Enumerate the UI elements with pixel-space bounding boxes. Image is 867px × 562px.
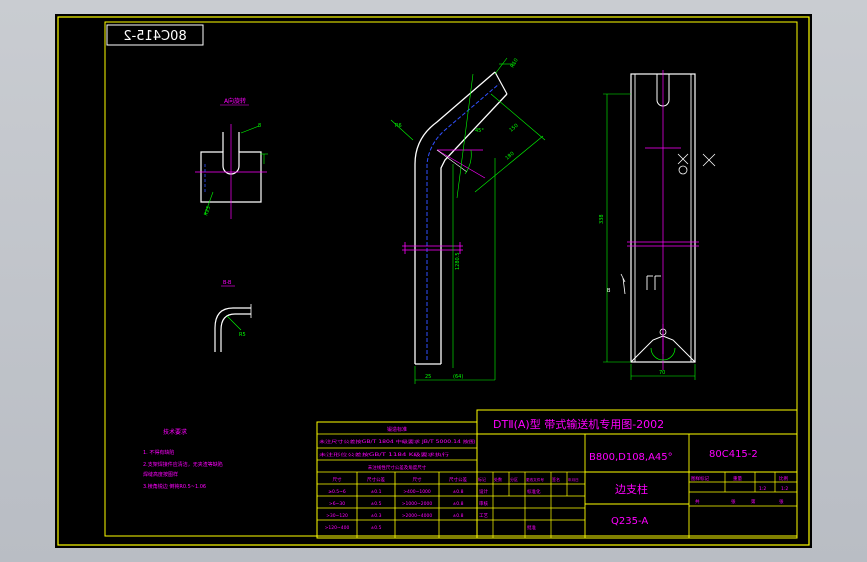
rev-label-0: 标记 <box>478 476 486 482</box>
tol-cell-1-2: >1000~2000 <box>402 501 433 507</box>
rev-label-4: 签名 <box>552 476 560 482</box>
side-height-dim: 338 <box>599 214 605 224</box>
tol-cell-0-1: ±0.1 <box>371 489 382 495</box>
tol-cell-1-3: ±0.8 <box>453 501 464 507</box>
side-marker-b: B <box>607 288 611 294</box>
view-a-radius: R25 <box>203 205 212 216</box>
part-name: 边支柱 <box>615 482 648 496</box>
tol-cell-2-2: >2000~4000 <box>402 513 433 519</box>
qty-value: 1:2 <box>781 486 788 492</box>
approve-label: 批准 <box>527 524 536 531</box>
scale-label: 比例 <box>779 475 788 482</box>
tol-col-2: 尺寸 <box>413 476 422 483</box>
rev-label-2: 分区 <box>510 476 518 482</box>
drawing-sheet[interactable]: 80C415-2 A向旋转 8 R25 B-B <box>55 14 812 548</box>
stage-label: 图样标记 <box>691 475 709 482</box>
tech-notes-title: 技术要求 <box>163 428 187 436</box>
angle-dim: 45° <box>475 128 484 134</box>
view-a-top-dim: 8 <box>258 123 261 129</box>
bend-radius: R6 <box>395 123 402 129</box>
side-view: B 338 70 <box>599 70 716 380</box>
tolerance-table: 锻造标准 未注尺寸公差按GB/T 1804 中级要求 JB/T 5000.14 … <box>316 421 478 539</box>
tol-cell-1-0: >6~30 <box>329 501 345 507</box>
tol-cell-2-3: ±0.8 <box>453 513 464 519</box>
role-review: 审核 <box>479 500 488 507</box>
rev-label-1: 处数 <box>494 476 502 482</box>
weight-label: 重量 <box>733 475 742 482</box>
tol-cell-0-2: >400~1000 <box>403 489 431 495</box>
tol-col-1: 尺寸公差 <box>367 476 385 483</box>
tol-row2: 未注形位公差按GB/T 1184 K级要求执行 <box>319 451 449 458</box>
tolerance-rows: ≥0.5~6 ±0.1 >400~1000 ±0.8 >6~30 ±0.5 >1000~20… <box>325 489 464 531</box>
tol-cell-2-1: ±0.3 <box>371 513 382 519</box>
tol-row1: 未注尺寸公差按GB/T 1804 中级要求 JB/T 5000.14 按图 <box>319 438 475 445</box>
tol-cell-0-0: ≥0.5~6 <box>328 489 346 495</box>
role-design: 设计 <box>479 488 488 495</box>
tol-cell-3-0: >120~400 <box>325 525 350 531</box>
tol-cell-3-1: ±0.5 <box>371 525 382 531</box>
tol-header: 锻造标准 <box>387 426 407 433</box>
tech-note-3: 焊缝高度按图样 <box>143 471 178 478</box>
main-title: DTⅡ(A)型 带式输送机专用图-2002 <box>493 417 664 431</box>
drawing-canvas: 80C415-2 A向旋转 8 R25 B-B <box>57 16 810 546</box>
tol-cell-2-0: >30~120 <box>326 513 348 519</box>
rev-label-3: 更改文件号 <box>526 477 544 482</box>
sheet-word: 共 <box>695 498 700 505</box>
code-text: 80C415-2 <box>709 449 758 460</box>
tol-col-3: 尺寸公差 <box>449 476 467 483</box>
mirrored-code-text: 80C415-2 <box>123 29 186 44</box>
scale-value: 1:2 <box>759 486 766 492</box>
spec-text: B800,D108,A45° <box>589 452 673 463</box>
mirrored-code-box: 80C415-2 <box>106 24 204 46</box>
tech-note-2: 2.支架焊接件应清洁，无夹渣等缺陷 <box>143 461 223 468</box>
tol-cell-1-1: ±0.5 <box>371 501 382 507</box>
title-block: DTⅡ(A)型 带式输送机专用图-2002 B800,D108,A45° 80C… <box>476 409 798 539</box>
tol-col-0: 尺寸 <box>333 476 342 483</box>
view-a-label: A向旋转 <box>224 97 246 105</box>
len-a-dim: 180 <box>504 151 515 162</box>
r-top-dim: R10 <box>510 57 520 69</box>
side-width-dim: 70 <box>659 370 665 376</box>
section-radius: R5 <box>239 332 246 338</box>
role-process: 工艺 <box>479 513 488 519</box>
outer-frame <box>57 16 810 546</box>
material-text: Q235-A <box>611 516 648 527</box>
view-a-detail: A向旋转 8 R25 <box>195 97 268 219</box>
tech-notes: 技术要求 1. 不得有缺陷 2.支架焊接件应清洁，无夹渣等缺陷 焊缝高度按图样 … <box>143 428 223 490</box>
rev-label-5: 年月日 <box>568 477 579 482</box>
tol-subheader: 未注线性尺寸公差及角度尺寸 <box>368 464 427 471</box>
sheet-word-2: 张 <box>731 498 736 505</box>
main-bent-post: 45° 180 150 R10 R6 1280.5 25 (64) <box>390 57 546 384</box>
standardize-label: 标准化 <box>527 488 541 495</box>
page-word: 第 <box>751 498 756 505</box>
tech-note-4: 3.棱角锐边 倒钝R0.5~1.06 <box>143 483 206 490</box>
inner-frame <box>104 21 798 537</box>
tech-note-1: 1. 不得有缺陷 <box>143 449 174 456</box>
width-bottom-b-dim: (64) <box>453 374 463 380</box>
section-label: B-B <box>223 280 232 286</box>
page-word-2: 张 <box>779 498 784 505</box>
main-length-dim: 1280.5 <box>455 253 461 271</box>
width-bottom-dim: 25 <box>425 374 431 380</box>
tol-cell-0-3: ±0.8 <box>453 489 464 495</box>
len-b-dim: 150 <box>508 123 519 134</box>
section-b-b: B-B R5 <box>214 280 252 352</box>
